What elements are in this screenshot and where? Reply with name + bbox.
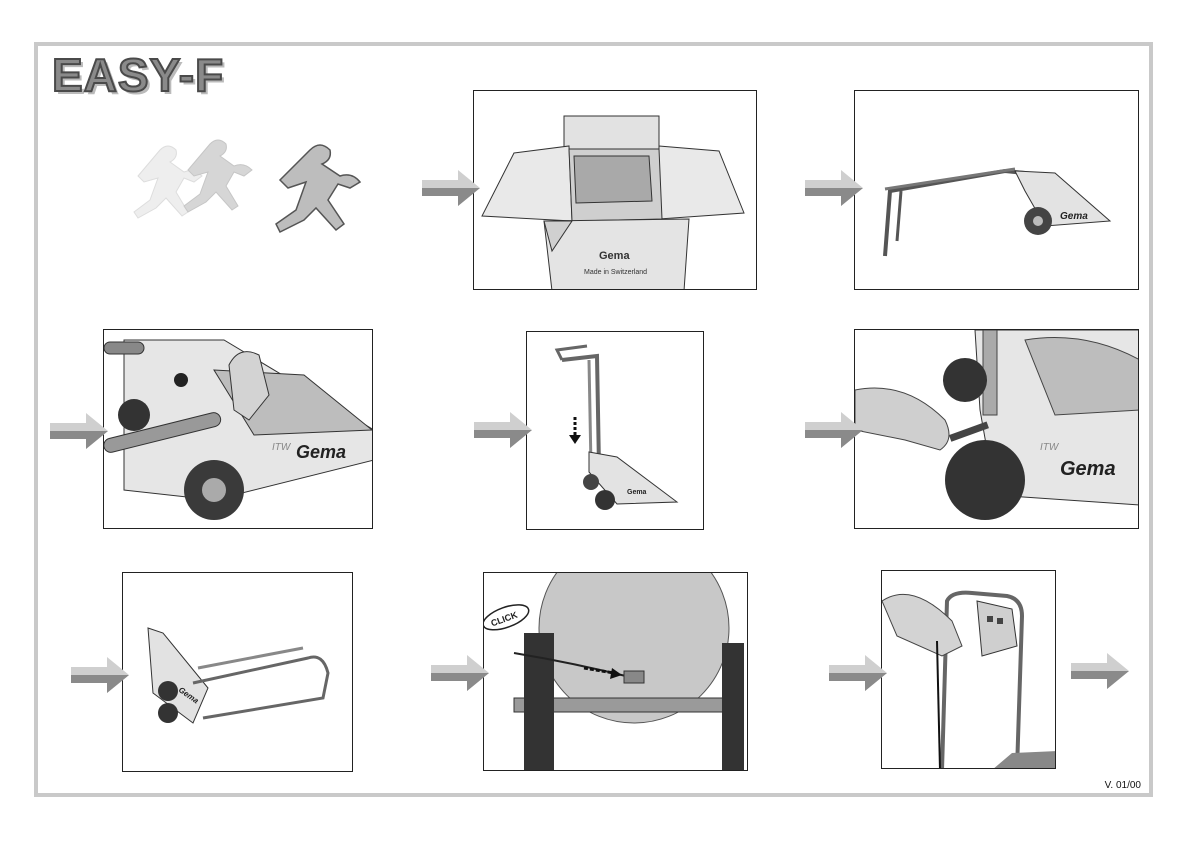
arrow-icon bbox=[431, 655, 489, 691]
step-panel-cart-overview: Gema bbox=[854, 90, 1139, 290]
cart-brand-text: Gema bbox=[1060, 211, 1088, 222]
page-frame bbox=[34, 42, 1153, 797]
arrow-icon bbox=[805, 412, 863, 448]
screw-brand-text: Gema bbox=[1060, 458, 1116, 480]
arrow-icon bbox=[474, 412, 532, 448]
step-panel-push-handle: Gema bbox=[526, 331, 704, 530]
step-panel-click-connect: CLICK bbox=[483, 572, 748, 771]
arrow-icon bbox=[50, 413, 108, 449]
arrow-icon bbox=[805, 170, 863, 206]
screw-brand-prefix: ITW bbox=[1040, 442, 1060, 453]
arrow-icon bbox=[71, 657, 129, 693]
handle-brand-text: Gema bbox=[296, 442, 346, 462]
page-title: EASY-F bbox=[51, 49, 225, 101]
version-label: V. 01/00 bbox=[1104, 780, 1141, 791]
step-panel-unpack-box: Gema Made in Switzerland bbox=[473, 90, 757, 290]
step-panel-attach-handle: ITW Gema bbox=[103, 329, 373, 529]
handle-brand-prefix: ITW bbox=[272, 442, 292, 453]
arrow-icon bbox=[829, 655, 887, 691]
step-panel-tighten-screw: ITW Gema bbox=[854, 329, 1139, 529]
push-brand-text: Gema bbox=[627, 489, 647, 496]
runner-illustration bbox=[120, 130, 370, 255]
step-panel-mount-controller bbox=[881, 570, 1056, 769]
box-brand-text: Gema bbox=[599, 250, 630, 262]
arrow-icon bbox=[422, 170, 480, 206]
next-page-arrow-icon[interactable] bbox=[1069, 651, 1131, 691]
step-panel-folded-cart: Gema bbox=[122, 572, 353, 772]
box-origin-text: Made in Switzerland bbox=[584, 269, 647, 276]
